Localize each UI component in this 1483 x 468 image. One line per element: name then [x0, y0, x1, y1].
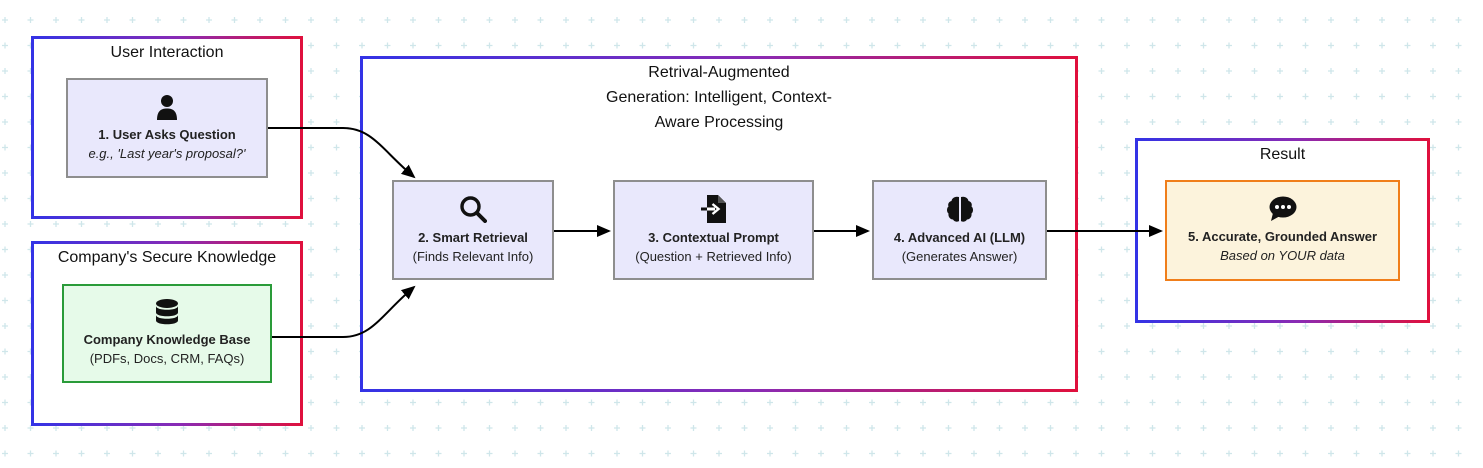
database-icon — [156, 299, 178, 325]
smart-retrieval-title: 2. Smart Retrieval — [418, 229, 528, 245]
grounded-answer-node[interactable]: 5. Accurate, Grounded Answer Based on YO… — [1165, 180, 1400, 281]
contextual-prompt-node[interactable]: 3. Contextual Prompt (Question + Retriev… — [613, 180, 814, 280]
user-question-node[interactable]: 1. User Asks Question e.g., 'Last year's… — [66, 78, 268, 178]
advanced-ai-node[interactable]: 4. Advanced AI (LLM) (Generates Answer) — [872, 180, 1047, 280]
contextual-prompt-title: 3. Contextual Prompt — [648, 229, 779, 245]
search-icon — [460, 195, 487, 223]
advanced-ai-desc: (Generates Answer) — [901, 248, 1018, 264]
knowledge-base-title: Company Knowledge Base — [83, 332, 251, 347]
user-interaction-title: User Interaction — [110, 44, 224, 61]
user-question-example: e.g., 'Last year's proposal?' — [88, 145, 246, 161]
rag-group-title-line-1: Retrival-Augmented — [648, 64, 790, 81]
comment-dots-icon — [1269, 196, 1296, 221]
user-icon — [157, 94, 177, 120]
smart-retrieval-node[interactable]: 2. Smart Retrieval (Finds Relevant Info) — [392, 180, 554, 280]
grounded-answer-title: 5. Accurate, Grounded Answer — [1187, 229, 1378, 244]
user-question-title: 1. User Asks Question — [98, 126, 236, 142]
grounded-answer-desc: Based on YOUR data — [1220, 248, 1345, 263]
advanced-ai-title: 4. Advanced AI (LLM) — [893, 229, 1026, 245]
contextual-prompt-desc: (Question + Retrieved Info) — [635, 248, 792, 264]
brain-icon — [946, 196, 973, 222]
result-group-title: Result — [1259, 146, 1306, 163]
knowledge-group-title: Company's Secure Knowledge — [57, 249, 277, 266]
knowledge-base-node[interactable]: Company Knowledge Base (PDFs, Docs, CRM,… — [62, 284, 272, 383]
rag-group-title-line-2: Generation: Intelligent, Context- — [606, 89, 832, 106]
knowledge-base-sources: (PDFs, Docs, CRM, FAQs) — [89, 351, 245, 366]
rag-group-title-line-3: Aware Processing — [654, 114, 784, 131]
file-import-icon — [700, 194, 726, 223]
smart-retrieval-desc: (Finds Relevant Info) — [412, 248, 534, 264]
